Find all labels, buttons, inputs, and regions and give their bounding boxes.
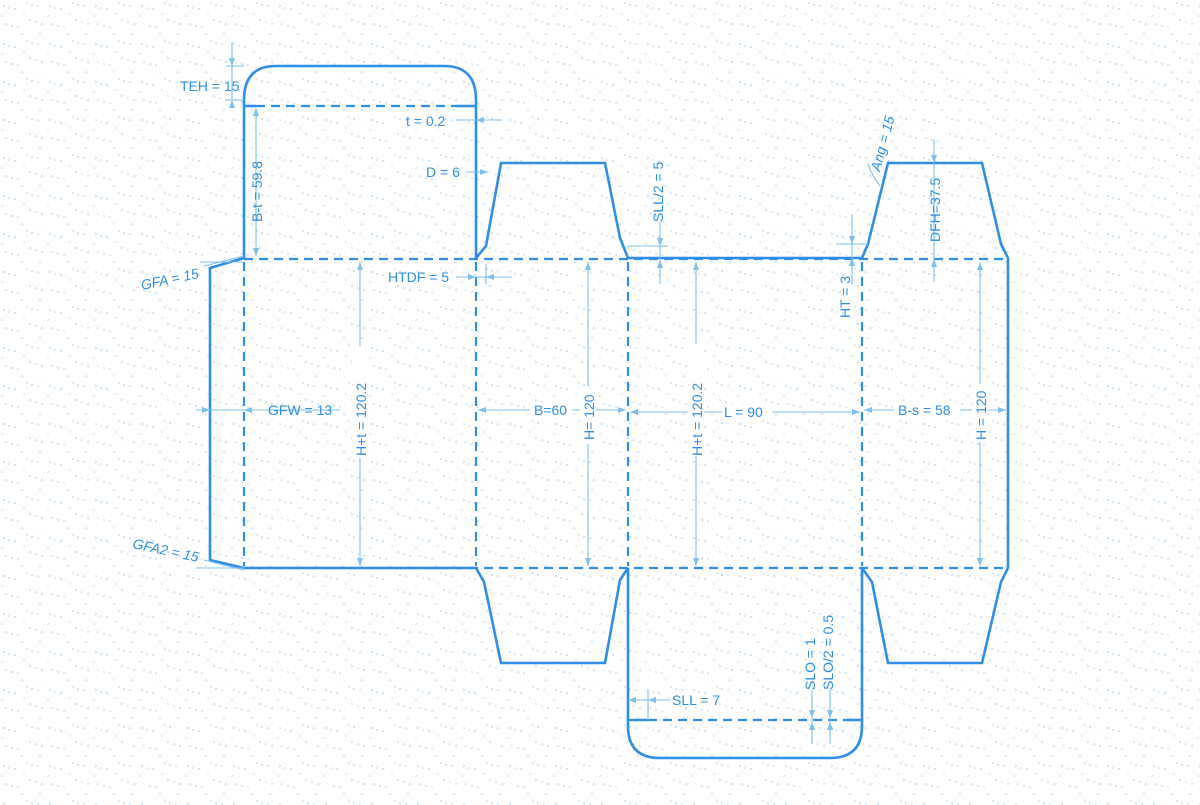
cut-line-dust-flap-bottom-left	[474, 567, 630, 665]
cut-line-glue-flap	[208, 256, 245, 570]
label-h-right: H = 120	[973, 390, 989, 440]
cut-line-dust-flap-top-right	[860, 161, 1010, 259]
label-sll: SLL = 7	[672, 692, 720, 708]
label-h-t-left: H+t = 120.2	[353, 383, 369, 456]
fold-lines	[242, 104, 1008, 722]
label-htdf: HTDF = 5	[388, 269, 449, 285]
slit-notches	[244, 104, 862, 722]
label-l: L = 90	[724, 404, 763, 420]
label-b: B=60	[534, 402, 567, 418]
label-teh: TEH = 15	[180, 78, 240, 94]
label-h-t-right: H+t = 120.2	[689, 383, 705, 456]
label-slo: SLO = 1	[802, 638, 818, 690]
label-d: D = 6	[426, 164, 460, 180]
label-t: t = 0.2	[406, 113, 446, 129]
label-ht: HT = 3	[837, 276, 853, 318]
label-b-s: B-s = 58	[898, 402, 951, 418]
label-dfh: DFH=37.5	[927, 178, 943, 242]
label-b-t: B-t = 59.8	[249, 161, 265, 222]
cut-line-tuck-flap-top	[242, 64, 478, 258]
cut-line-dust-flap-bottom-right	[860, 567, 1010, 665]
cut-line-tuck-flap-bottom	[626, 568, 864, 760]
label-gfw: GFW = 13	[268, 402, 332, 418]
cut-line-dust-flap-top-left	[475, 161, 630, 259]
label-sll-half: SLL/2 = 5	[650, 161, 666, 222]
label-slo-half: SLO/2 = 0.5	[820, 615, 836, 690]
label-h-center: H= 120	[581, 394, 597, 440]
